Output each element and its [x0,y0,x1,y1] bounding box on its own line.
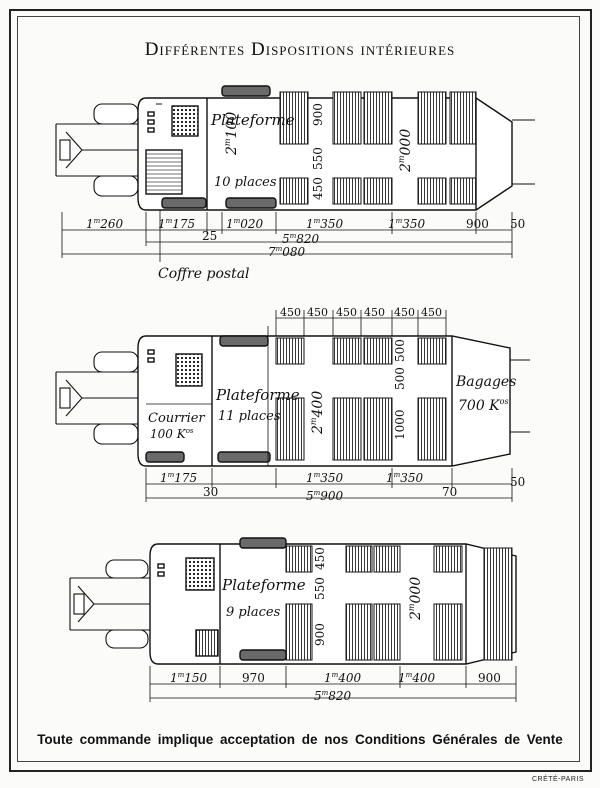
l2-top-dim-1: 450 [280,306,301,319]
l3-seat-900: 900 [313,623,327,646]
l2-luggage-label: Bagages [455,374,516,390]
l2-dim-1175: 1m175 [160,471,197,485]
l1-platform-places: 10 places [214,175,277,190]
door-top-1 [221,85,271,97]
page-title: Différentes Dispositions intérieures [144,39,456,60]
l3-dim-1400b: 1m400 [398,671,436,685]
layout-2 [55,310,530,502]
l1-dim-25: 25 [202,229,217,243]
door-top-3 [239,537,287,549]
l3-dim-1150: 1m150 [170,671,208,685]
l2-seat-1000: 1000 [393,409,407,440]
printer-imprint: CRÉTÉ-PARIS [531,776,584,783]
terms-footer: Toute commande implique acceptation de n… [37,732,563,747]
chassis-front-1 [55,103,140,197]
l2-top-dim-3: 450 [336,306,357,319]
l2-mail-weight: 100 Kos [150,427,194,441]
engine-cover-1 [171,105,199,137]
l2-dim-5900: 5m900 [306,489,344,503]
page-frame-inner [17,16,580,762]
driver-seat-3 [195,629,219,657]
bus-body-2 [137,335,511,467]
l1-dim-7080: 7m080 [268,245,306,259]
l3-dim-5820: 5m820 [314,689,352,703]
l3-platform-places: 9 places [226,605,281,620]
l3-aisle-width: 2m000 [407,577,424,621]
seats-2 [275,337,447,461]
door-bottom-1b [225,197,277,209]
l2-seat-500a: 500 [393,367,407,390]
l1-postal-box-label: Coffre postal [158,266,250,282]
l2-platform-places: 11 places [218,409,281,424]
l2-dim-70: 70 [442,485,457,499]
postal-box-1 [145,149,183,195]
l1-platform-size: 2m100 [223,112,240,156]
seats-1 [279,91,477,205]
l2-platform-title: Plateforme [215,386,300,404]
l2-top-dim-5: 450 [394,306,415,319]
bus-body-3 [149,543,517,665]
engine-cover-2 [175,353,203,387]
layout-1 [55,85,535,258]
l2-top-dim-4: 450 [364,306,385,319]
l2-luggage-weight: 700 Kos [458,397,509,414]
door-bottom-3 [239,649,287,661]
l1-seat-width: 900 [311,103,325,126]
l1-seat-550: 550 [311,147,325,170]
l3-seat-450: 450 [313,547,327,570]
l3-dim-970: 970 [242,671,265,685]
dimensions-1 [61,212,513,258]
dimensions-2 [145,310,513,502]
door-top-2 [219,335,269,347]
door-bottom-1a [161,197,207,209]
seats-3 [285,545,513,661]
l1-dim-1350a: 1m350 [306,217,344,231]
door-bottom-2a [145,451,185,463]
l2-top-dim-2: 450 [307,306,328,319]
l2-dim-1350b: 1m350 [386,471,424,485]
l1-seat-450: 450 [311,177,325,200]
chassis-front-3 [69,559,150,649]
l1-platform-title: Plateforme [210,111,295,129]
l2-dim-1350a: 1m350 [306,471,344,485]
l1-aisle-width: 2m000 [397,129,414,173]
l3-dim-900: 900 [478,671,501,685]
l2-dim-50: 50 [510,475,525,489]
l2-aisle-width: 2m400 [309,391,326,435]
l2-top-dim-6: 450 [421,306,442,319]
l2-mail-label: Courrier [148,411,205,426]
l1-dim-1020: 1m020 [226,217,264,231]
l1-dim-900: 900 [466,217,489,231]
engine-cover-3 [185,557,215,591]
l1-dim-1350b: 1m350 [388,217,426,231]
l3-seat-550: 550 [313,577,327,600]
layout-3 [69,537,517,702]
l2-dim-30: 30 [203,485,218,499]
l3-platform-title: Plateforme [221,576,306,594]
l1-dim-50: 50 [510,217,525,231]
page-frame-outer [9,9,592,772]
chassis-front-2 [55,351,140,445]
l1-dim-1175: 1m175 [158,217,195,231]
l1-dim-1260: 1m260 [86,217,124,231]
l2-seat-500b: 500 [393,339,407,362]
l1-dim-5820: 5m820 [282,232,320,246]
door-bottom-2b [217,451,271,463]
dimensions-3 [149,666,517,702]
l3-dim-1400a: 1m400 [324,671,362,685]
